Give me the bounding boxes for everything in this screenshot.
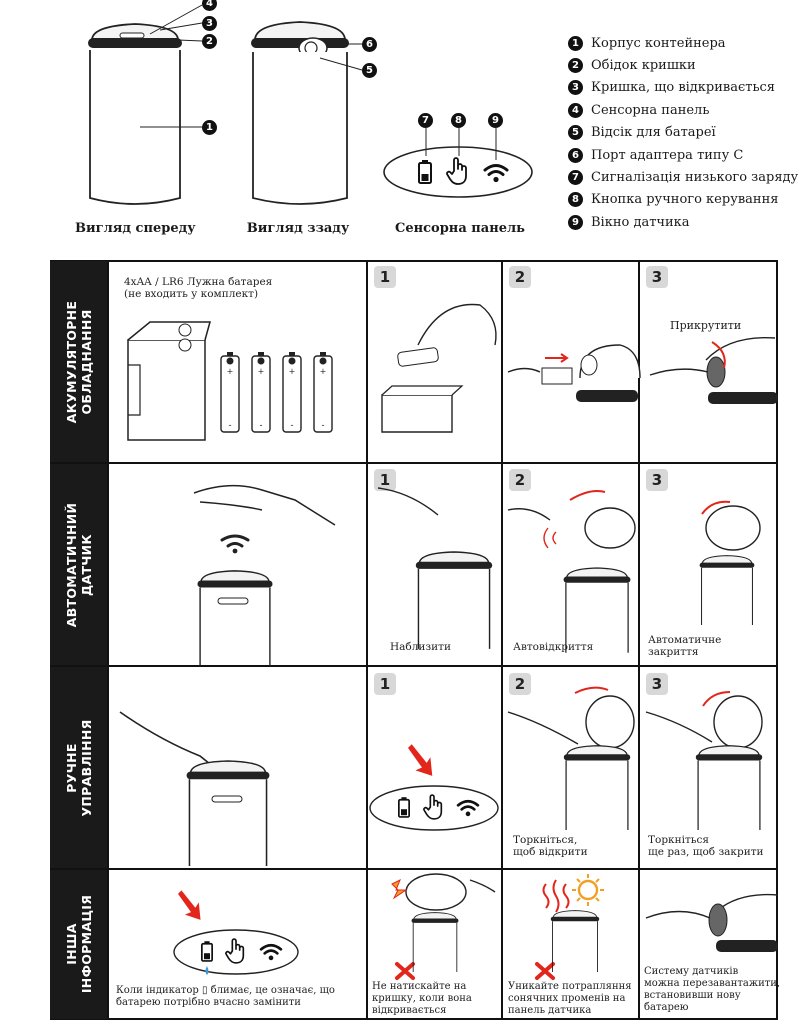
info-caption: Не натискайте на кришку, коли вона відкр… xyxy=(372,981,472,1016)
step-badge: 1 xyxy=(374,469,396,491)
callout-7: 7 xyxy=(418,113,433,128)
battery-type-note: 4xAA / LR6 Лужна батарея (не входить у к… xyxy=(124,276,273,300)
row-divider xyxy=(50,868,778,870)
column-divider xyxy=(366,260,368,1020)
column-divider xyxy=(107,260,109,1020)
battery-indicator-note: Коли індикатор ▯ блимає, це означає, що … xyxy=(116,985,335,1008)
legend-item: 1 Корпус контейнера xyxy=(568,32,798,54)
legend-number: 1 xyxy=(568,35,583,51)
callout-2: 2 xyxy=(202,34,217,49)
callout-8: 8 xyxy=(451,113,466,128)
step-caption: Автовідкриття xyxy=(513,641,594,653)
row-divider xyxy=(50,462,778,464)
step-badge: 2 xyxy=(509,673,531,695)
row-label-battery: АКУМУЛЯТОРНЕ ОБЛАДНАННЯ xyxy=(50,261,108,463)
legend-number: 5 xyxy=(568,125,583,141)
legend-item: 7 Сигналізація низького заряду xyxy=(568,166,798,188)
step-badge: 3 xyxy=(646,673,668,695)
step-badge: 3 xyxy=(646,469,668,491)
step-caption: Автоматичне закриття xyxy=(648,634,722,658)
legend-item: 8 Кнопка ручного керування xyxy=(568,189,798,211)
column-divider xyxy=(501,260,503,1020)
callout-6: 6 xyxy=(362,37,377,52)
screw-label: Прикрутити xyxy=(670,319,742,332)
legend-label: Обідок кришки xyxy=(591,58,696,74)
step-badge: 1 xyxy=(374,673,396,695)
legend-item: 5 Відсік для батареї xyxy=(568,122,798,144)
step-caption: Торкніться ще раз, щоб закрити xyxy=(648,834,764,858)
front-view-label: Вигляд спереду xyxy=(75,221,196,236)
legend-number: 4 xyxy=(568,102,583,118)
legend-item: 4 Сенсорна панель xyxy=(568,99,798,121)
legend-item: 9 Вікно датчика xyxy=(568,211,798,233)
legend-item: 6 Порт адаптера типу C xyxy=(568,144,798,166)
callout-5: 5 xyxy=(362,63,377,78)
back-view-label: Вигляд ззаду xyxy=(246,221,350,236)
step-caption: Наблизити xyxy=(390,641,451,653)
step-badge: 2 xyxy=(509,469,531,491)
legend-label: Сигналізація низького заряду xyxy=(591,170,799,186)
info-caption: Систему датчиків можна перезавантажити, … xyxy=(644,966,781,1013)
legend-number: 7 xyxy=(568,170,583,186)
row-label-other-info: ІНША ІНФОРМАЦІЯ xyxy=(50,869,108,1019)
step-caption: Торкніться, щоб відкрити xyxy=(513,834,588,858)
legend-label: Вікно датчика xyxy=(591,214,690,230)
sensor-panel-diagram xyxy=(383,128,533,198)
legend-number: 8 xyxy=(568,192,583,208)
sensor-panel-label: Сенсорна панель xyxy=(395,221,525,236)
legend-number: 9 xyxy=(568,214,583,230)
step-badge: 3 xyxy=(646,266,668,288)
legend-item: 2 Обідок кришки xyxy=(568,54,798,76)
callout-4: 4 xyxy=(202,0,217,11)
step-badge: 2 xyxy=(509,266,531,288)
info-caption: Уникайте потрапляння сонячних променів н… xyxy=(508,981,632,1016)
front-view-bin xyxy=(88,4,203,205)
legend-item: 3 Кришка, що відкривається xyxy=(568,77,798,99)
legend-label: Корпус контейнера xyxy=(591,35,726,51)
step-badge: 1 xyxy=(374,266,396,288)
legend-label: Кнопка ручного керування xyxy=(591,192,779,208)
row-divider xyxy=(50,665,778,667)
callout-3: 3 xyxy=(202,16,217,31)
row-label-auto-sensor: АВТОМАТИЧНИЙ ДАТЧИК xyxy=(50,463,108,666)
legend-number: 6 xyxy=(568,147,583,163)
column-divider xyxy=(638,260,640,1020)
legend-number: 3 xyxy=(568,80,583,96)
legend-label: Кришка, що відкривається xyxy=(591,80,776,96)
legend-label: Порт адаптера типу C xyxy=(591,147,744,163)
legend-label: Відсік для батареї xyxy=(591,125,716,141)
legend-number: 2 xyxy=(568,58,583,74)
callout-1: 1 xyxy=(202,120,217,135)
row-label-manual: РУЧНЕ УПРАВЛІННЯ xyxy=(50,666,108,869)
legend-label: Сенсорна панель xyxy=(591,102,710,118)
product-overview-illustrations xyxy=(88,4,533,205)
parts-legend: 1 Корпус контейнера 2 Обідок кришки 3 Кришк… xyxy=(568,32,798,234)
back-view-bin xyxy=(251,21,363,205)
callout-9: 9 xyxy=(488,113,503,128)
